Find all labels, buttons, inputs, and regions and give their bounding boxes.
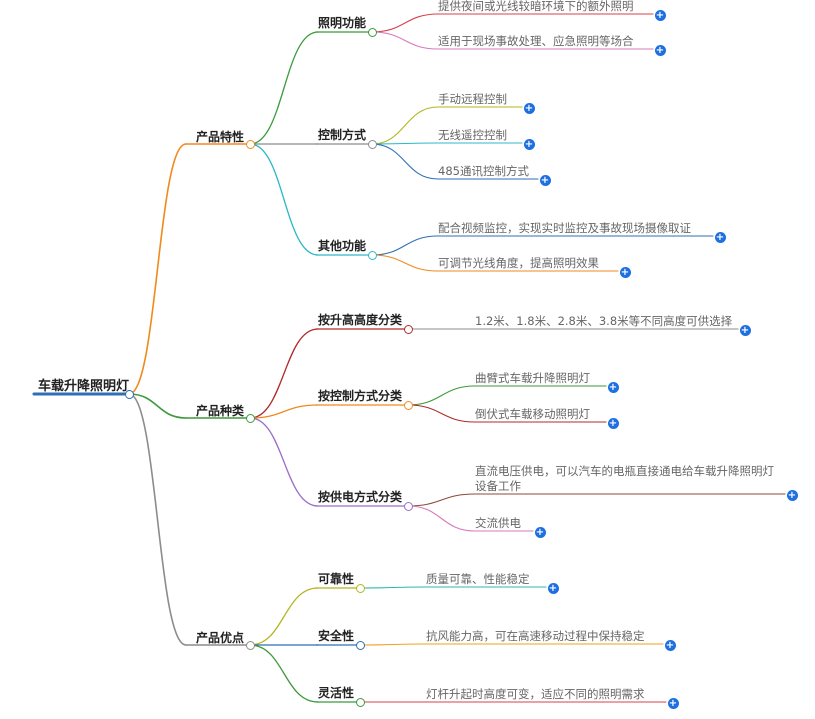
leaf-topic: 1.2米、1.8米、2.8米、3.8米等不同高度可供选择 [475, 314, 733, 328]
leaf-topic: 直流电压供电，可以汽车的电瓶直接通电给车载升降照明灯设备工作 [475, 464, 774, 493]
plus-circle-icon[interactable]: + [667, 697, 679, 709]
leaf-topic: 无线遥控控制 [438, 128, 507, 142]
connector-line [359, 586, 427, 589]
leaf-topic: 手动远程控制 [438, 92, 507, 106]
collapse-toggle-knob[interactable] [246, 140, 255, 149]
subtopic: 灵活性 [318, 686, 355, 700]
collapse-toggle-knob[interactable] [246, 414, 255, 423]
connector-line [128, 143, 187, 395]
connector-line [359, 643, 427, 646]
plus-circle-icon[interactable]: + [607, 417, 619, 429]
plus-circle-icon[interactable]: + [523, 102, 535, 114]
root-topic: 车载升降照明灯 [38, 379, 130, 394]
subtopic: 其他功能 [318, 239, 367, 253]
connector-line [249, 417, 319, 507]
plus-circle-icon[interactable]: + [786, 489, 798, 501]
plus-circle-icon[interactable]: + [739, 324, 751, 336]
connector-line [407, 404, 476, 423]
subtopic: 控制方式 [318, 128, 367, 142]
connector-line [371, 142, 439, 145]
connector-line [407, 493, 476, 507]
plus-circle-icon[interactable]: + [619, 266, 631, 278]
plus-circle-icon[interactable]: + [607, 381, 619, 393]
plus-circle-icon[interactable]: + [654, 44, 666, 56]
leaf-topic: 适用于现场事故处理、应急照明等场合 [438, 34, 634, 48]
plus-circle-icon[interactable]: + [523, 138, 535, 150]
connector-line [249, 328, 319, 419]
leaf-topic: 灯杆升起时高度可变，适应不同的照明需求 [426, 687, 645, 701]
collapse-toggle-knob[interactable] [246, 641, 255, 650]
plus-circle-icon[interactable]: + [539, 174, 551, 186]
branch-topic: 产品优点 [196, 631, 245, 645]
connector-line [371, 254, 439, 272]
connector-line [371, 13, 439, 33]
leaf-topic: 曲臂式车载升降照明灯 [475, 371, 590, 385]
collapse-toggle-knob[interactable] [368, 251, 377, 260]
collapse-toggle-knob[interactable] [404, 325, 413, 334]
leaf-topic: 交流供电 [475, 516, 521, 530]
collapse-toggle-knob[interactable] [356, 584, 365, 593]
branch-topic: 产品特性 [196, 130, 245, 144]
connector-line [249, 587, 319, 646]
leaf-topic: 抗风能力高，可在高速移动过程中保持稳定 [426, 629, 645, 643]
collapse-toggle-knob[interactable] [368, 28, 377, 37]
connector-line [249, 644, 319, 703]
connector-line [128, 393, 187, 646]
connector-line [249, 143, 319, 256]
collapse-toggle-knob[interactable] [356, 641, 365, 650]
leaf-topic: 可调节光线角度，提高照明效果 [438, 256, 599, 270]
plus-circle-icon[interactable]: + [534, 526, 546, 538]
connector-line [128, 393, 187, 419]
connector-line [371, 106, 439, 145]
leaf-topic: 提供夜间或光线较暗环境下的额外照明 [438, 0, 634, 13]
subtopic: 安全性 [318, 629, 355, 643]
connector-line [407, 505, 476, 532]
connector-line [249, 404, 319, 419]
subtopic: 按升高高度分类 [318, 313, 403, 327]
collapse-toggle-knob[interactable] [368, 140, 377, 149]
connector-line [407, 385, 476, 406]
plus-circle-icon[interactable]: + [714, 231, 726, 243]
subtopic: 按供电方式分类 [318, 490, 403, 504]
plus-circle-icon[interactable]: + [654, 9, 666, 21]
connector-line [371, 143, 439, 180]
branch-topic: 产品种类 [196, 404, 245, 418]
collapse-toggle-knob[interactable] [356, 698, 365, 707]
leaf-topic: 485通讯控制方式 [438, 164, 529, 178]
plus-circle-icon[interactable]: + [547, 582, 559, 594]
subtopic: 可靠性 [318, 572, 355, 586]
connector-line [371, 31, 439, 50]
subtopic: 按控制方式分类 [318, 389, 403, 403]
leaf-topic: 质量可靠、性能稳定 [426, 572, 530, 586]
collapse-toggle-knob[interactable] [404, 401, 413, 410]
leaf-topic: 倒伏式车载移动照明灯 [475, 407, 590, 421]
connector-line [249, 31, 319, 145]
collapse-toggle-knob[interactable] [404, 502, 413, 511]
collapse-toggle-knob[interactable] [125, 390, 134, 399]
subtopic: 照明功能 [318, 16, 367, 30]
plus-circle-icon[interactable]: + [664, 639, 676, 651]
leaf-topic: 配合视频监控，实现实时监控及事故现场摄像取证 [438, 221, 691, 235]
connector-line [371, 235, 439, 256]
